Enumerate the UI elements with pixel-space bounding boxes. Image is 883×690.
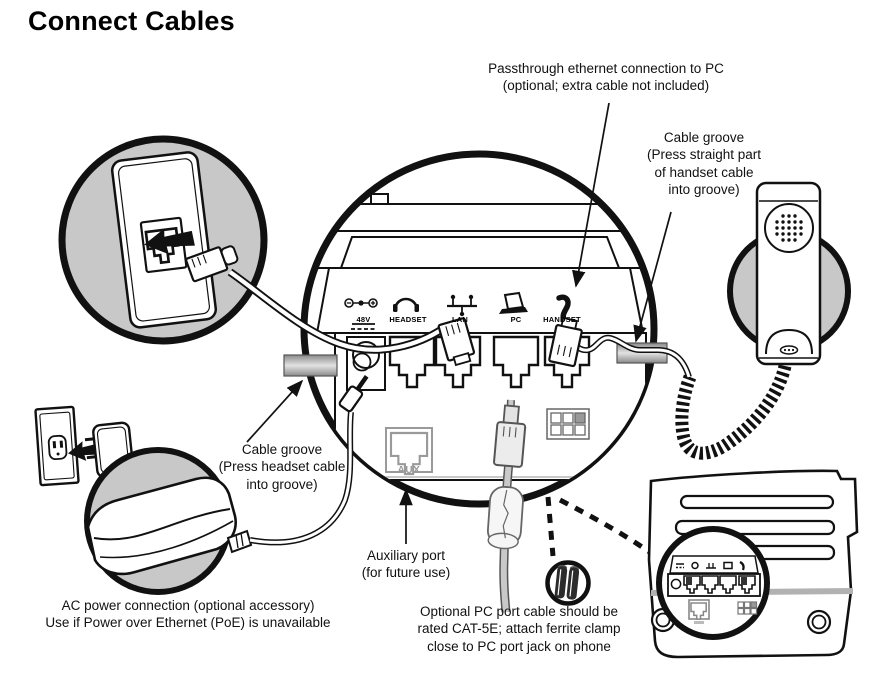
speaker-holes [775,214,803,242]
ferrite-clamp-icon [554,564,580,600]
aux-port-note: Auxiliary port (for future use) [361,548,451,581]
headset-cable-groove [283,354,338,377]
ferrite-clamp [486,485,524,550]
power-barrel-plug [338,375,369,413]
handset-coil-cord [675,364,792,460]
phone-bottom-view [647,469,859,659]
page-title: Connect Cables [28,6,235,36]
aux-jack [385,427,433,476]
passthrough-note: Passthrough ethernet connection to PC (o… [488,61,724,94]
handset-callout [675,181,851,460]
cable-groove-left-note: Cable groove (Press headset cable into g… [218,442,346,492]
cable-groove-right-note: Cable groove (Press straight part of han… [646,130,762,197]
groove-right-leader-arrow [633,211,672,343]
port-label-headset: HEADSET [389,315,427,324]
lan-icon [447,294,477,317]
passthrough-leader-arrow [572,102,610,288]
dip-switch-grid [546,408,590,440]
ethernet-plug [185,245,239,283]
ac-adapter-brick [86,476,253,576]
port-label-aux: AUX [397,465,421,476]
headset-icon [393,297,419,312]
wall-jack-callout [58,135,268,345]
pc-plug [493,404,527,468]
kickstand-panel [339,236,621,269]
mini-port-icons [676,561,745,571]
ac-power-note: AC power connection (optional accessory)… [45,598,331,631]
lan-plug [437,317,476,367]
ethernet-cable [227,268,447,354]
magnifier-circle [656,526,770,640]
power-polarity-icon [344,298,378,308]
power-cable [249,411,354,546]
handset-plug [548,316,583,368]
pc-icon [499,291,528,314]
handset-icon [556,294,571,323]
handset-cable [569,334,692,378]
handset [755,181,822,366]
mini-dip-grid [737,601,758,615]
speaker-slot [679,494,835,510]
power-jack [346,336,386,391]
power-adapter-callout [34,405,253,595]
rear-notch [370,193,389,205]
wall-outlet [34,405,80,487]
insert-arrow-icon [144,228,195,255]
groove-left-leader-arrow [246,379,304,443]
port-label-pc: PC [510,315,522,324]
leader-lines [246,102,672,544]
pc-cable-note: Optional PC port cable should be rated C… [417,604,621,654]
ferrite-callout [545,496,653,606]
port-label-power: 48V [356,315,371,324]
port-label-lan: LAN [451,315,468,324]
port-label-handset: HANDSET [543,315,581,324]
